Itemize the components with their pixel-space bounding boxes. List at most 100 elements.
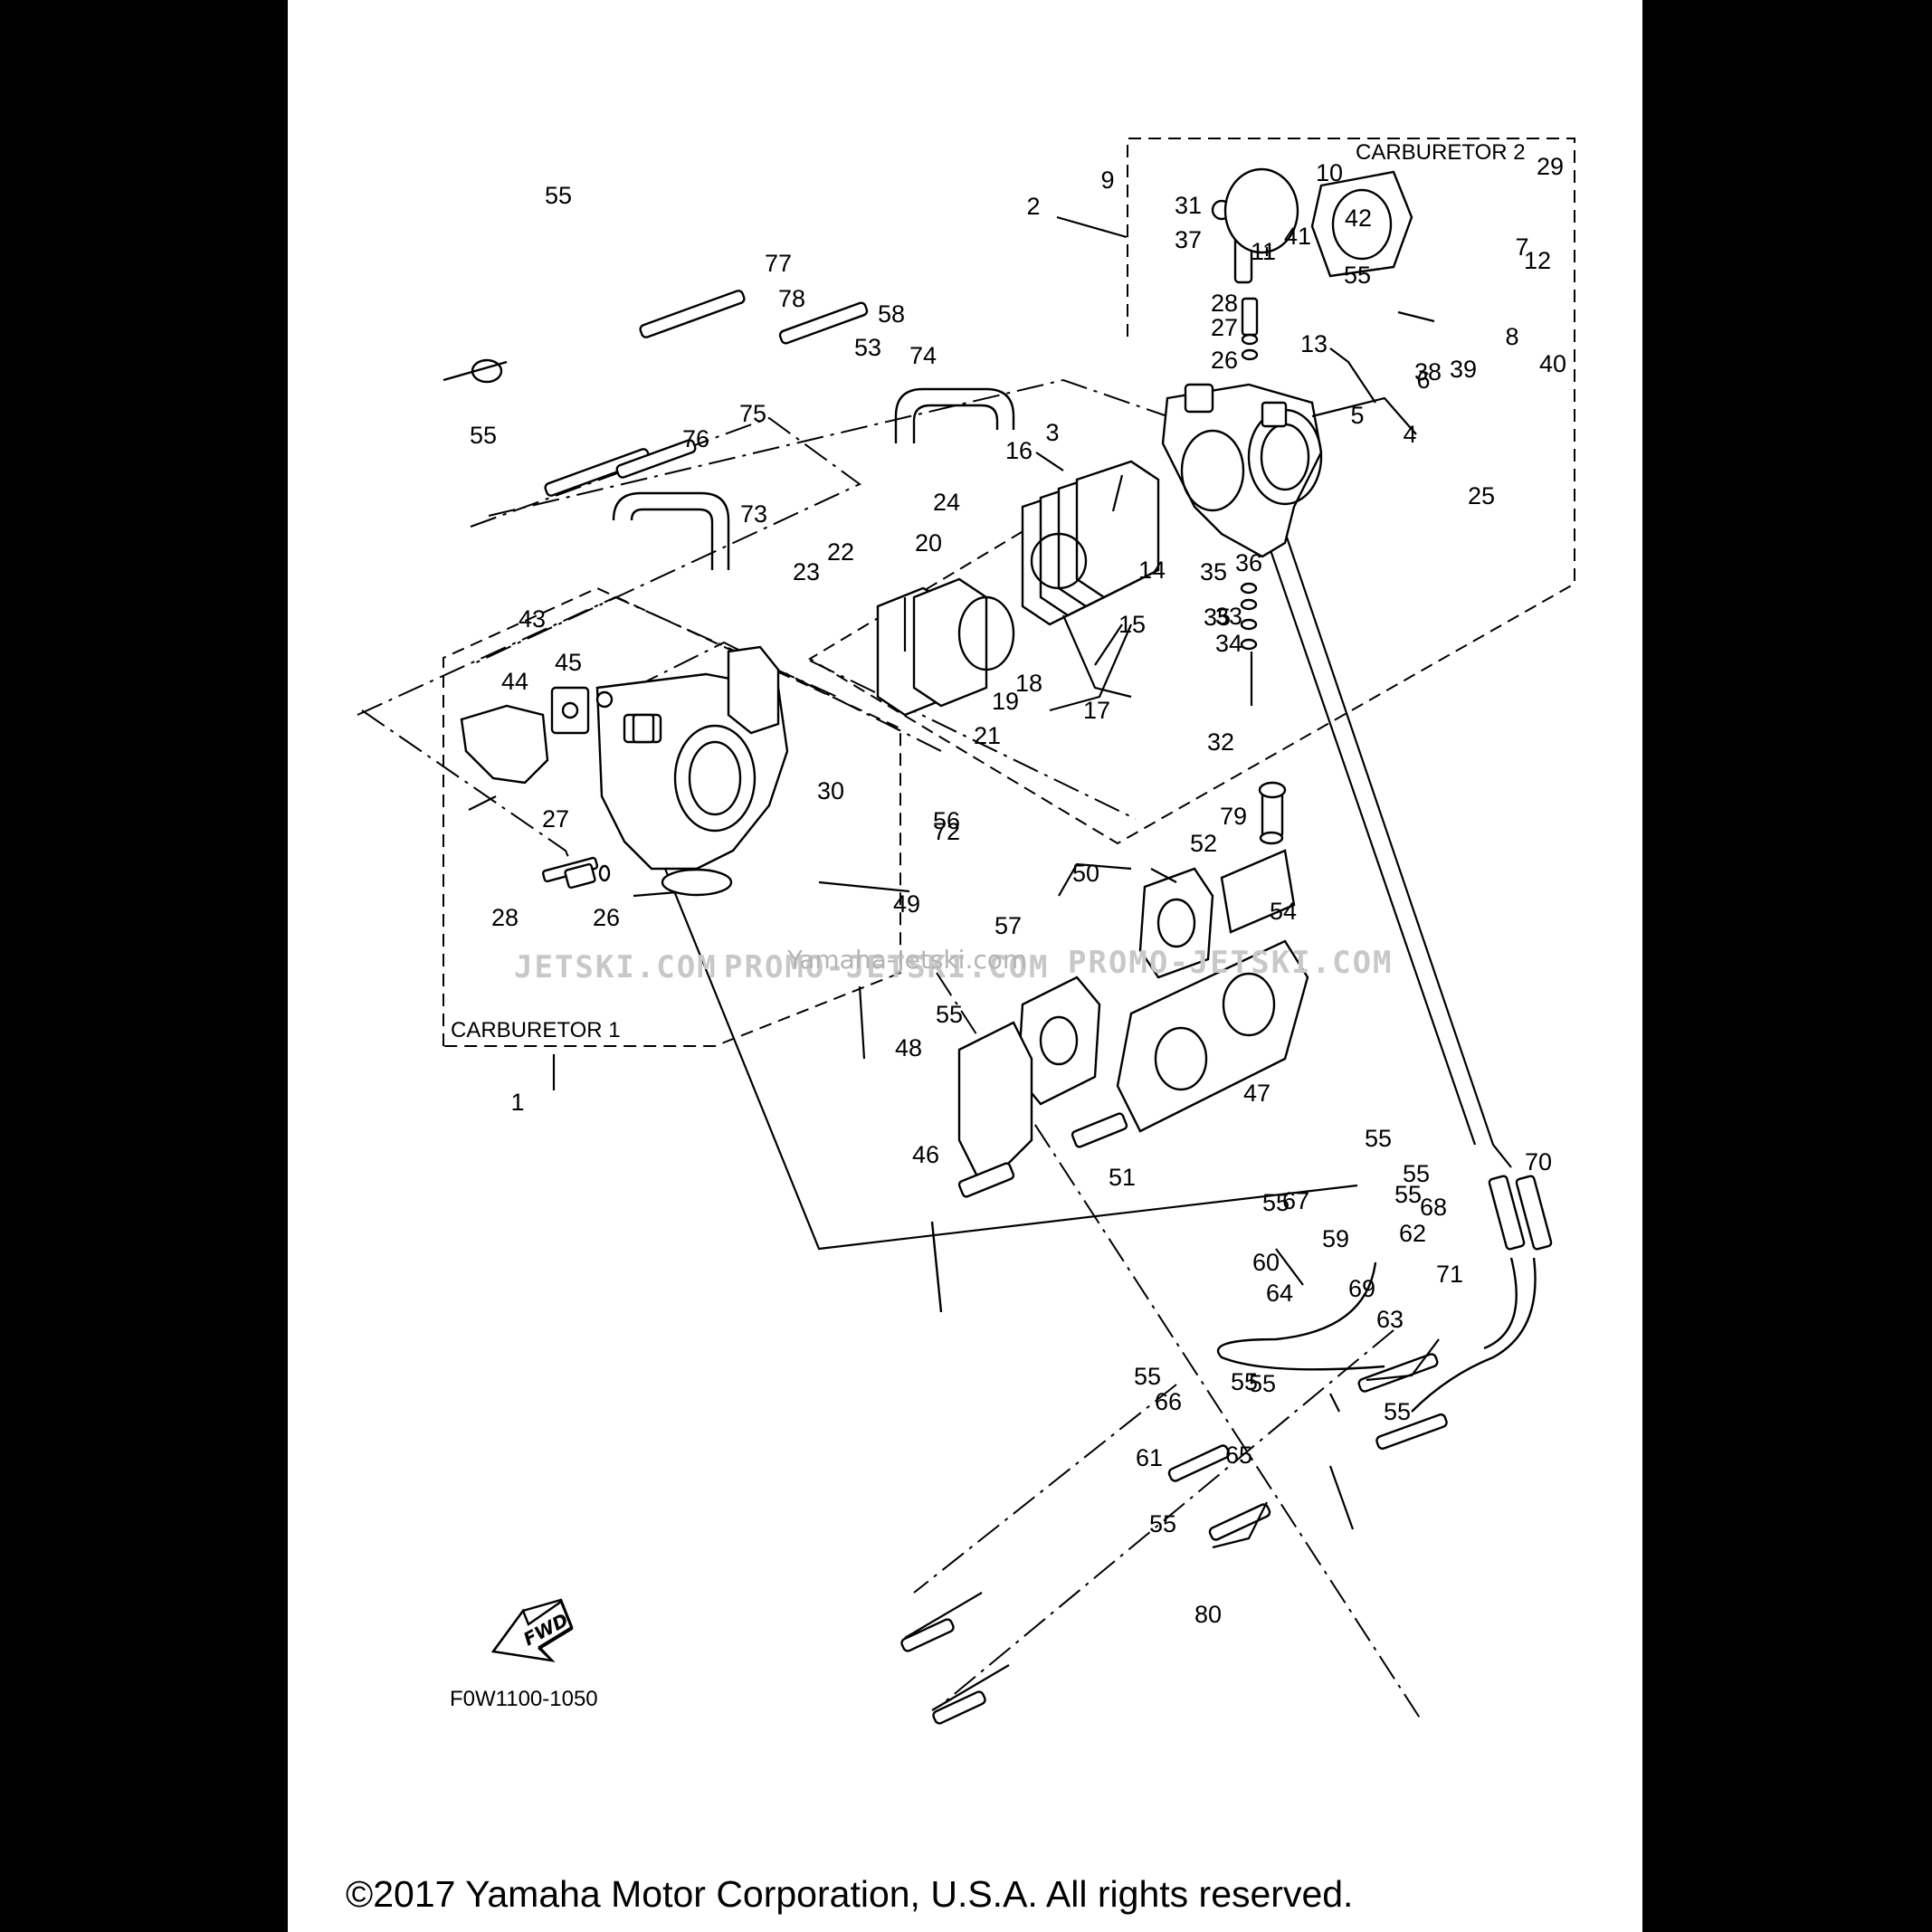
callout-50: 50: [1072, 860, 1099, 887]
callout-45: 45: [555, 649, 582, 676]
carburetor-1-label: CARBURETOR 1: [451, 1018, 621, 1042]
callout-64: 64: [1266, 1280, 1293, 1307]
diagram-sheet: [288, 0, 1642, 1932]
callout-42: 42: [1345, 205, 1372, 232]
callout-61: 61: [1136, 1444, 1163, 1471]
callout-72: 72: [933, 818, 960, 845]
callout-24: 24: [933, 489, 960, 516]
callout-80: 80: [1194, 1601, 1222, 1628]
callout-16: 16: [1005, 437, 1033, 464]
callout-10: 10: [1316, 159, 1343, 186]
callout-55: 55: [470, 422, 497, 449]
callout-25: 25: [1468, 482, 1495, 509]
callout-37: 37: [1175, 226, 1202, 253]
callout-20: 20: [915, 529, 942, 557]
callout-9: 9: [1100, 167, 1114, 194]
callout-29: 29: [1537, 153, 1564, 180]
callout-41: 41: [1284, 223, 1311, 250]
leader-lines: [552, 215, 1440, 1549]
callout-13: 13: [1300, 330, 1328, 357]
watermark-4: PROMO-JETSKI.COM: [1068, 945, 1394, 981]
callout-8: 8: [1505, 323, 1518, 350]
callout-27: 27: [1211, 314, 1238, 341]
callout-46: 46: [912, 1141, 939, 1168]
hardware-parts: [443, 167, 1413, 1313]
fwd-arrow-icon: FWD: [490, 1598, 574, 1662]
callout-55: 55: [1344, 262, 1371, 289]
callout-58: 58: [878, 300, 905, 328]
callout-75: 75: [739, 400, 766, 427]
callout-54: 54: [1270, 898, 1297, 925]
callout-52: 52: [1190, 830, 1217, 857]
callout-44: 44: [501, 668, 528, 695]
hoses: [612, 387, 1537, 1413]
callout-48: 48: [895, 1034, 922, 1061]
linkage-lines: [633, 424, 1512, 1251]
callout-5: 5: [1350, 402, 1364, 429]
callout-79: 79: [1220, 803, 1247, 830]
callout-1: 1: [510, 1089, 524, 1116]
callout-56: 56: [933, 807, 960, 834]
callout-74: 74: [909, 342, 937, 369]
callout-55: 55: [1365, 1125, 1392, 1152]
callout-22: 22: [827, 538, 854, 566]
callout-78: 78: [778, 285, 805, 312]
callout-28: 28: [491, 904, 519, 931]
watermark-1: JETSKI.COM: [514, 949, 718, 985]
callout-12: 12: [1524, 247, 1551, 274]
callout-59: 59: [1322, 1225, 1349, 1252]
watermark-strip: JETSKI.COM PROMO-JETSKI.COM Yamaha-Jetsk…: [514, 945, 1394, 985]
callout-26: 26: [593, 904, 620, 931]
callout-55: 55: [545, 182, 572, 209]
callout-69: 69: [1348, 1275, 1375, 1302]
drawing-code: F0W1100-1050: [450, 1687, 598, 1711]
callout-60: 60: [1252, 1249, 1280, 1276]
pipes: [544, 290, 1553, 1725]
watermark-3: Yamaha-Jetski.com: [786, 945, 1027, 975]
fuel-pump-2: [876, 460, 1160, 717]
carburetor-2-body: [1161, 383, 1323, 558]
callout-66: 66: [1155, 1388, 1182, 1415]
callout-47: 47: [1243, 1080, 1271, 1107]
callout-68: 68: [1420, 1194, 1447, 1221]
callout-38: 38: [1414, 358, 1442, 385]
callout-39: 39: [1450, 356, 1477, 383]
callout-35: 35: [1204, 604, 1231, 631]
callout-49: 49: [893, 890, 920, 918]
callout-19: 19: [992, 688, 1019, 715]
callout-65: 65: [1225, 1442, 1252, 1469]
callout-28: 28: [1211, 290, 1238, 317]
intake-manifold: [957, 849, 1309, 1178]
callout-23: 23: [793, 558, 820, 585]
callout-35: 35: [1200, 558, 1227, 585]
callout-6: 6: [1416, 366, 1430, 394]
carburetor-2-label: CARBURETOR 2: [1356, 140, 1526, 165]
carburetor-1-body: [595, 645, 789, 897]
callout-55: 55: [1149, 1510, 1176, 1537]
callout-26: 26: [1211, 347, 1238, 374]
callout-36: 36: [1235, 549, 1262, 576]
callout-71: 71: [1436, 1261, 1463, 1288]
callout-55: 55: [1384, 1398, 1411, 1425]
callout-67: 67: [1282, 1187, 1309, 1214]
callout-55: 55: [936, 1001, 963, 1028]
callout-73: 73: [740, 500, 767, 528]
callout-55: 55: [1231, 1368, 1258, 1395]
callout-7: 7: [1515, 233, 1528, 261]
callout-31: 31: [1175, 192, 1202, 219]
callout-15: 15: [1118, 611, 1146, 638]
callout-55: 55: [1262, 1189, 1290, 1216]
callout-17: 17: [1083, 697, 1110, 724]
callout-43: 43: [519, 605, 546, 633]
callout-18: 18: [1015, 670, 1042, 697]
callout-27: 27: [542, 805, 569, 833]
callout-51: 51: [1109, 1164, 1136, 1191]
callout-70: 70: [1525, 1148, 1552, 1175]
callout-40: 40: [1539, 350, 1566, 377]
fuel-pump-1: [460, 686, 614, 811]
callout-76: 76: [682, 425, 709, 452]
callout-77: 77: [765, 250, 792, 277]
callout-3: 3: [1045, 419, 1059, 446]
callout-63: 63: [1376, 1306, 1404, 1333]
